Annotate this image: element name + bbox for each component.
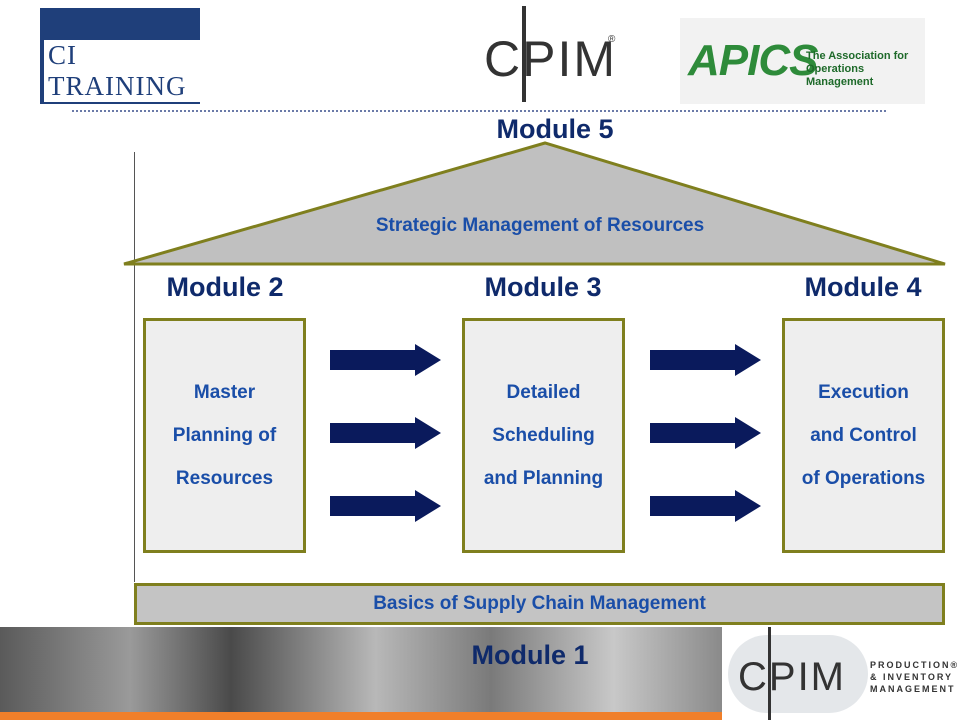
header-divider — [72, 110, 886, 112]
module-4-box: Execution and Control of Operations — [782, 318, 945, 553]
ci-training-logo-text: CI TRAINING — [44, 40, 200, 102]
arrow-3-to-4-top — [650, 344, 761, 376]
module-1-title: Module 1 — [471, 640, 589, 670]
cpim-footer-logo: CPIM PRODUCTION® & INVENTORY MANAGEMENT — [722, 627, 960, 720]
roof-triangle — [123, 141, 946, 266]
footer-photo-collage — [0, 627, 722, 720]
strategic-management-label: Strategic Management of Resources — [375, 215, 705, 236]
cpim-footer-bar — [768, 627, 771, 720]
ci-training-logo: CI TRAINING — [40, 8, 200, 104]
module-2-line: Resources — [175, 468, 274, 489]
module-2-box: Master Planning of Resources — [143, 318, 306, 553]
module-4-line: of Operations — [801, 468, 926, 489]
module-4-title: Module 4 — [804, 272, 922, 302]
module-3-title: Module 3 — [484, 272, 602, 302]
module-3-line: and Planning — [483, 468, 604, 489]
basics-label: Basics of Supply Chain Management — [373, 593, 706, 614]
apics-logo-word: APICS — [688, 36, 818, 85]
module-4-line: and Control — [810, 425, 917, 446]
left-vertical-line — [134, 152, 135, 582]
cpim-logo-bar — [522, 6, 526, 102]
module-2-line: Master — [193, 382, 256, 403]
arrow-3-to-4-bottom — [650, 490, 761, 522]
world-map-icon — [728, 635, 868, 713]
module-2-title: Module 2 — [166, 272, 284, 302]
apics-logo: APICS The Association for Operations Man… — [680, 18, 925, 104]
cpim-logo: CPIM ® — [470, 6, 630, 102]
apics-logo-tagline: The Association for Operations Managemen… — [806, 50, 909, 88]
arrow-2-to-3-top — [330, 344, 441, 376]
cpim-registered-mark: ® — [608, 34, 616, 45]
module-2-line: Planning of — [172, 425, 277, 446]
arrow-2-to-3-bottom — [330, 490, 441, 522]
module-5-title: Module 5 — [496, 114, 614, 144]
module-3-line: Scheduling — [492, 425, 595, 446]
module-3-line: Detailed — [506, 382, 581, 403]
module-3-box: Detailed Scheduling and Planning — [462, 318, 625, 553]
basics-foundation-bar: Basics of Supply Chain Management — [134, 583, 945, 625]
arrow-2-to-3-middle — [330, 417, 441, 449]
cpim-footer-subtitle: PRODUCTION® & INVENTORY MANAGEMENT — [870, 660, 960, 694]
module-4-line: Execution — [818, 382, 909, 403]
cpim-footer-text: CPIM — [738, 655, 846, 699]
footer-orange-strip — [0, 712, 722, 720]
arrow-3-to-4-middle — [650, 417, 761, 449]
cpim-logo-text: CPIM — [484, 31, 617, 87]
